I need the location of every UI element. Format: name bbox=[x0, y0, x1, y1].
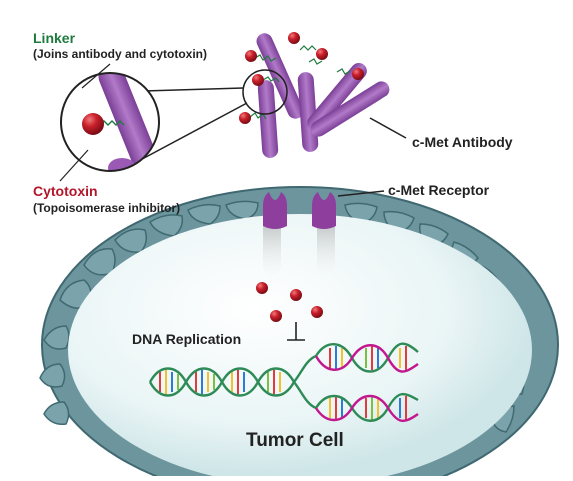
linker-title: Linker bbox=[33, 30, 76, 46]
c-met-receptor bbox=[263, 192, 336, 274]
drug-payloads bbox=[249, 45, 351, 120]
zoom-detail-circle bbox=[60, 72, 160, 172]
zoom-source-circle bbox=[242, 69, 288, 115]
receptor-label: c-Met Receptor bbox=[388, 182, 490, 198]
released-cytotoxins bbox=[256, 282, 323, 322]
zoom-connector-bottom bbox=[130, 102, 248, 166]
cytotoxin-title: Cytotoxin bbox=[33, 183, 98, 199]
dna-replication-label: DNA Replication bbox=[132, 331, 242, 347]
receptor-leader-line bbox=[337, 190, 385, 197]
antibody-label: c-Met Antibody bbox=[412, 134, 513, 150]
cytotoxin-pointer bbox=[59, 149, 89, 182]
cytotoxin-molecules bbox=[239, 32, 364, 124]
tumor-cell bbox=[39, 186, 559, 481]
dna-double-helix bbox=[148, 342, 419, 422]
inhibition-symbol bbox=[287, 322, 305, 341]
antibody-leader-line bbox=[369, 117, 407, 139]
linker-pointer bbox=[81, 63, 111, 89]
tumor-cell-label: Tumor Cell bbox=[246, 430, 344, 451]
cytotoxin-description: (Topoisomerase inhibitor) bbox=[33, 201, 181, 215]
linker-description: (Joins antibody and cytotoxin) bbox=[33, 47, 208, 61]
